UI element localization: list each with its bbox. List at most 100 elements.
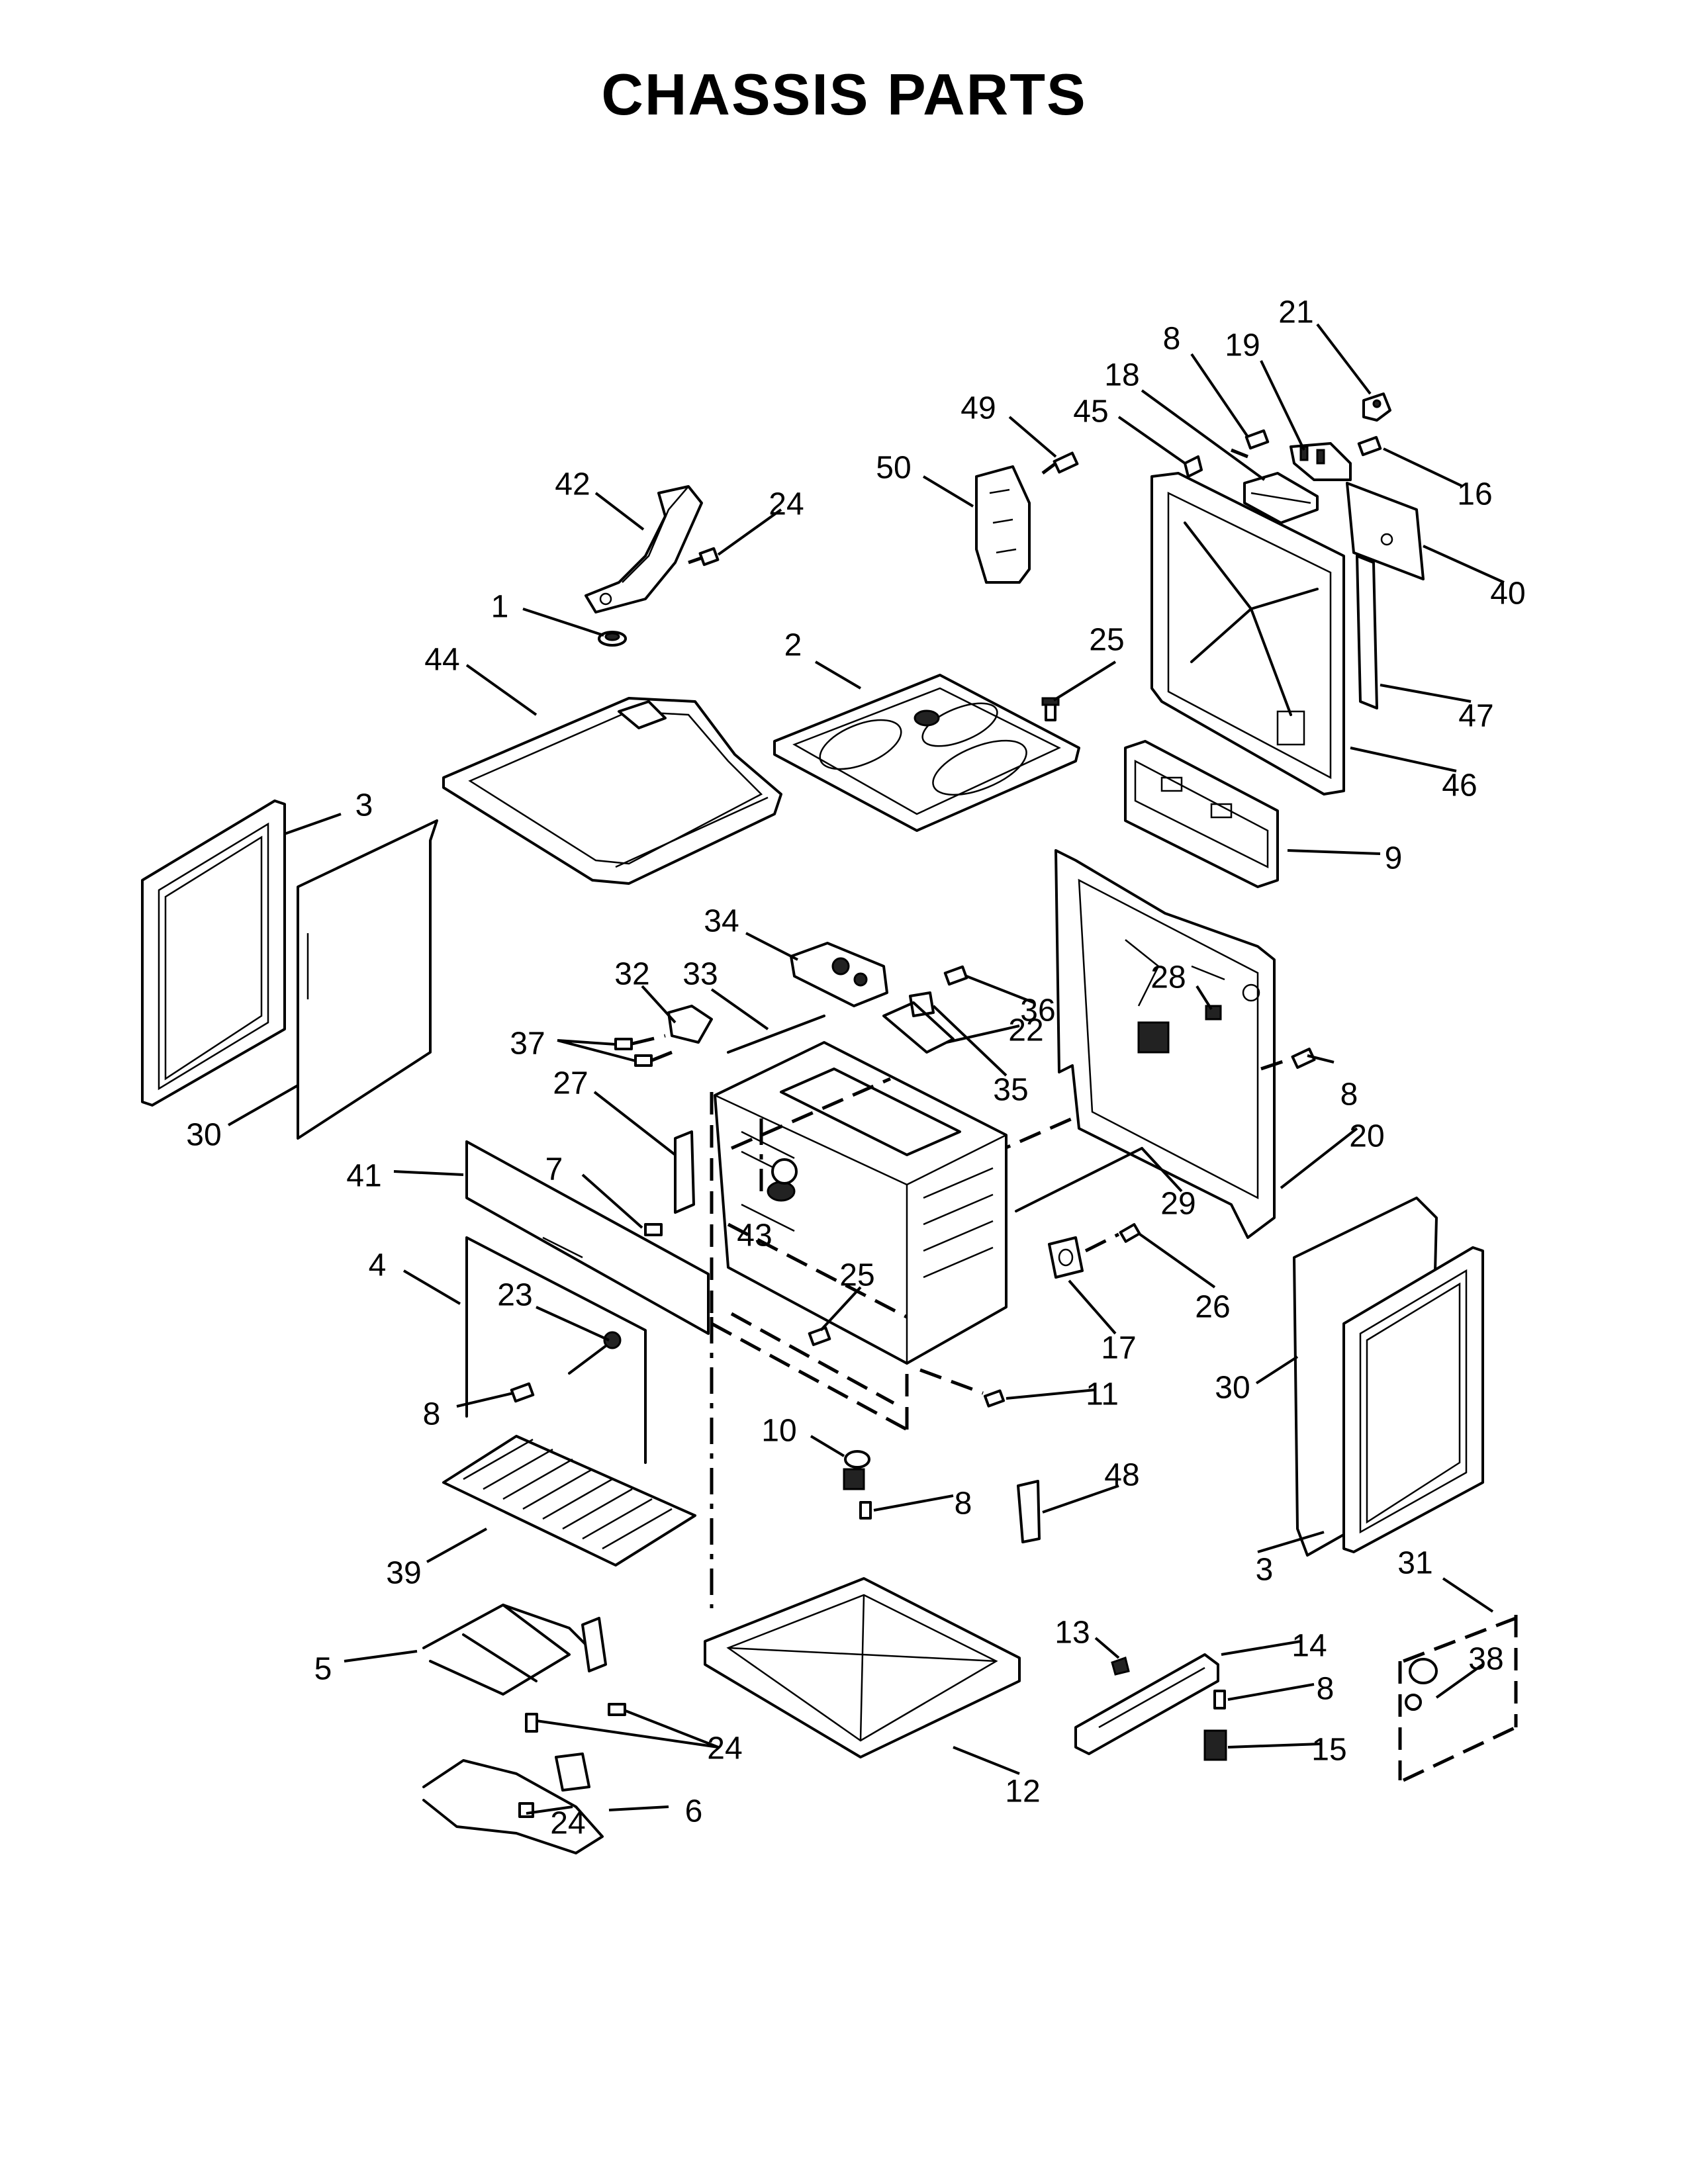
part-8-screw	[859, 1501, 872, 1520]
part-30-side-panel-left	[297, 819, 438, 1140]
oven-cavity	[714, 1041, 1008, 1365]
callout-c32: 32	[614, 957, 649, 992]
part-10-leveling-leg	[843, 1450, 870, 1490]
part-32-hinge-bracket	[667, 1005, 713, 1044]
part-22-bracket	[882, 1001, 955, 1054]
part-3-side-trim-right	[1342, 1246, 1484, 1553]
part-6-broil-element	[422, 1752, 604, 1854]
callout-c17: 17	[1101, 1331, 1136, 1366]
part-9-panel	[1124, 740, 1279, 888]
callout-c29: 29	[1160, 1187, 1196, 1222]
callout-c10: 10	[761, 1414, 796, 1449]
part-20-back-panel	[1055, 849, 1276, 1239]
callout-c24c: 24	[550, 1806, 585, 1841]
callout-c46: 46	[1442, 768, 1477, 803]
callout-c3a: 3	[355, 788, 373, 823]
callout-c2: 2	[784, 628, 802, 663]
part-21-clip	[1362, 392, 1391, 422]
part-15-knob	[1203, 1729, 1227, 1761]
callout-c30b: 30	[1215, 1371, 1250, 1406]
page-title: CHASSIS PARTS	[601, 62, 1087, 127]
part-17-bracket	[1048, 1236, 1084, 1279]
callout-c42: 42	[555, 467, 590, 502]
part-23-spring	[568, 1331, 622, 1375]
callout-c24a: 24	[769, 487, 804, 522]
callout-c14: 14	[1291, 1629, 1327, 1664]
part-43-light	[771, 1158, 798, 1185]
part-28-screw	[1205, 1005, 1222, 1021]
part-46-rear-panel	[1150, 472, 1345, 796]
part-33-wire	[727, 1015, 825, 1054]
part-48-bracket	[1017, 1480, 1041, 1543]
callout-c36: 36	[1020, 993, 1055, 1028]
callout-c12: 12	[1005, 1774, 1040, 1809]
part-41-door-gasket-panel	[465, 1140, 710, 1335]
part-14-cover	[1074, 1653, 1219, 1755]
part-39-oven-rack	[442, 1435, 696, 1567]
callout-c7: 7	[545, 1152, 563, 1187]
part-26-screw	[1084, 1223, 1141, 1253]
part-8-screw	[510, 1382, 535, 1403]
part-25-screw	[808, 1326, 831, 1346]
callout-c25b: 25	[839, 1258, 874, 1293]
part-2-cooktop	[773, 674, 1080, 832]
callout-c34: 34	[704, 904, 739, 939]
callout-c5: 5	[314, 1652, 332, 1687]
callout-c37: 37	[510, 1026, 545, 1062]
callout-c39: 39	[386, 1556, 421, 1591]
callout-c45: 45	[1073, 394, 1108, 430]
part-7-screw	[644, 1223, 663, 1236]
part-47-rail	[1356, 555, 1378, 709]
part-19-terminal-block	[1289, 442, 1352, 481]
callout-c6: 6	[685, 1794, 703, 1829]
part-27-hinge-receptacle	[674, 1130, 695, 1214]
callout-c26: 26	[1195, 1290, 1230, 1325]
part-50-insulation	[975, 465, 1031, 584]
callout-c21: 21	[1278, 295, 1313, 330]
callout-c11: 11	[1086, 1377, 1119, 1412]
part-40-insulation	[1346, 482, 1425, 580]
callout-c22: 22	[1008, 1013, 1043, 1048]
callout-c35: 35	[993, 1073, 1028, 1108]
callout-c49: 49	[961, 391, 996, 426]
callout-c19: 19	[1225, 328, 1260, 363]
callout-c8e: 8	[1317, 1672, 1335, 1707]
callout-c13: 13	[1055, 1615, 1090, 1651]
assembly-dash-lines	[710, 1077, 909, 1608]
leader-lines	[228, 323, 1505, 1815]
part-11-screw	[919, 1368, 1006, 1408]
callout-c38: 38	[1468, 1642, 1503, 1677]
callout-c8c: 8	[423, 1397, 441, 1432]
part-25-screw	[1041, 697, 1060, 721]
part-12-oven-bottom	[704, 1577, 1021, 1758]
callout-c18: 18	[1104, 358, 1139, 393]
part-42-bracket	[585, 485, 703, 614]
callout-c27: 27	[553, 1066, 588, 1101]
part-5-bake-element	[422, 1604, 607, 1696]
callout-c23: 23	[497, 1278, 532, 1313]
callout-c33: 33	[682, 957, 718, 992]
callout-c24b: 24	[707, 1731, 742, 1766]
part-3-side-trim-left	[141, 799, 286, 1107]
callout-c8a: 8	[1163, 322, 1181, 357]
part-45-clip	[1184, 455, 1203, 478]
callout-c8b: 8	[1340, 1077, 1358, 1113]
callout-c50: 50	[876, 451, 911, 486]
part-38-hardware	[1405, 1658, 1438, 1711]
callout-c31: 31	[1397, 1546, 1432, 1581]
callout-c15: 15	[1311, 1733, 1346, 1768]
callout-c47: 47	[1458, 699, 1493, 734]
callout-c30a: 30	[186, 1118, 221, 1153]
part-24-screw	[518, 1703, 626, 1818]
part-35-sensor	[909, 991, 935, 1017]
callout-c43: 43	[737, 1218, 772, 1253]
callout-c20: 20	[1349, 1119, 1384, 1154]
callout-c41: 41	[346, 1159, 381, 1194]
part-8-screw	[1213, 1690, 1226, 1709]
part-13-clip	[1111, 1657, 1130, 1676]
callout-c25a: 25	[1089, 623, 1124, 658]
part-18-bracket	[1243, 472, 1319, 524]
part-49-screw	[1041, 451, 1079, 475]
